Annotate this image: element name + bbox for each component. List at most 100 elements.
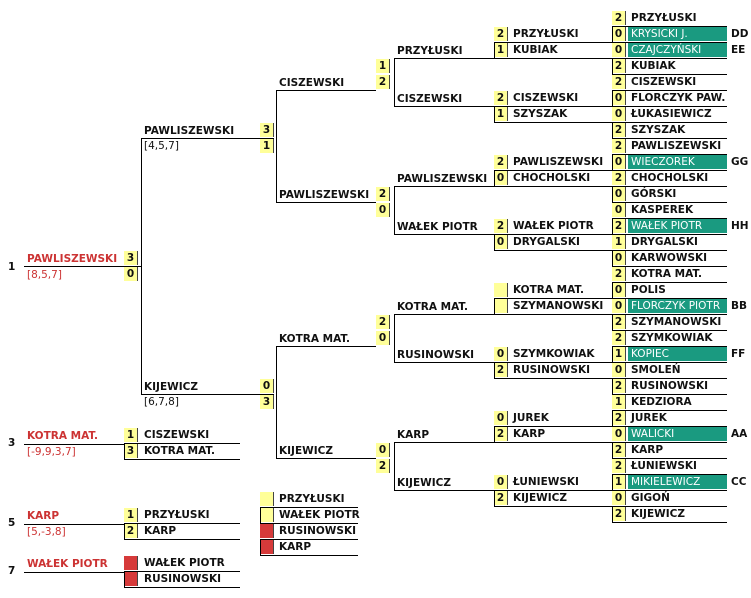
r1-score-box: 0	[612, 491, 626, 505]
r2-player-name[interactable]: SZYMANOWSKI	[513, 300, 604, 312]
r1-player-name[interactable]: KIJEWICZ	[631, 508, 685, 520]
r2-player-name[interactable]: CHOCHOLSKI	[513, 172, 591, 184]
r1-player-name[interactable]: WALICKI	[631, 428, 675, 440]
r2-line	[494, 250, 612, 251]
r1-player-name[interactable]: SMOLEŃ	[631, 364, 681, 376]
r3-player-name[interactable]: RUSINOWSKI	[397, 349, 474, 361]
r1-connector	[612, 378, 613, 395]
fifth-semi-player-name[interactable]: KARP	[279, 541, 312, 553]
r1-player-name[interactable]: POLIS	[631, 284, 666, 296]
r1-player-name[interactable]: GÓRSKI	[631, 188, 677, 200]
fifth-name[interactable]: KARP	[27, 510, 60, 522]
seventh-name[interactable]: WAŁEK PIOTR	[27, 558, 108, 570]
r1-player-name[interactable]: KRYSICKI J.	[631, 28, 688, 40]
r2-player-name[interactable]: RUSINOWSKI	[513, 364, 590, 376]
r2-score-box: 2	[494, 27, 508, 41]
r1-player-name[interactable]: KOTRA MAT.	[631, 268, 702, 280]
third-player-name[interactable]: KOTRA MAT.	[144, 445, 215, 457]
r1-player-name[interactable]: RUSINOWSKI	[631, 380, 708, 392]
r2-player-name[interactable]: PRZYŁUSKI	[513, 28, 579, 40]
place-number: 1	[8, 261, 16, 273]
r2-connector	[494, 298, 495, 315]
r1-player-name[interactable]: KARP	[631, 444, 664, 456]
r4-player-name[interactable]: CISZEWSKI	[279, 77, 345, 89]
r5-player-name[interactable]: KIJEWICZ	[144, 381, 198, 393]
r2-player-name[interactable]: KIJEWICZ	[513, 492, 567, 504]
r4-player-name[interactable]: KIJEWICZ	[279, 445, 333, 457]
r2-player-name[interactable]: SZYMKOWIAK	[513, 348, 595, 360]
r1-player-name[interactable]: CHOCHOLSKI	[631, 172, 709, 184]
r2-line	[494, 490, 612, 491]
r1-player-name[interactable]: CISZEWSKI	[631, 76, 697, 88]
r1-player-name[interactable]: SZYMKOWIAK	[631, 332, 713, 344]
r3-player-name[interactable]: PAWLISZEWSKI	[397, 173, 488, 185]
r1-player-name[interactable]: KARWOWSKI	[631, 252, 708, 264]
r2-player-name[interactable]: KOTRA MAT.	[513, 284, 584, 296]
r1-player-name[interactable]: JUREK	[631, 412, 667, 424]
seventh-player-name[interactable]: RUSINOWSKI	[144, 573, 221, 585]
r2-player-name[interactable]: KUBIAK	[513, 44, 558, 56]
r1-player-name[interactable]: SZYSZAK	[631, 124, 686, 136]
r2-player-name[interactable]: WAŁEK PIOTR	[513, 220, 594, 232]
r5-player-name[interactable]: PAWLISZEWSKI	[144, 125, 235, 137]
r1-line	[612, 410, 727, 411]
seventh-line	[124, 587, 240, 588]
r2-player-name[interactable]: SZYSZAK	[513, 108, 568, 120]
r1-score-box: 0	[612, 203, 626, 217]
r1-line	[612, 186, 727, 187]
fifth-player-name[interactable]: PRZYŁUSKI	[144, 509, 210, 521]
r2-player-name[interactable]: DRYGALSKI	[513, 236, 580, 248]
fifth-semi-connector	[260, 507, 261, 524]
r3-player-name[interactable]: KIJEWICZ	[397, 477, 451, 489]
r2-player-name[interactable]: PAWLISZEWSKI	[513, 156, 604, 168]
r1-player-name[interactable]: CZAJCZYŃSKI	[631, 44, 702, 56]
r1-player-name[interactable]: ŁUNIEWSKI	[631, 460, 697, 472]
r1-player-name[interactable]: DRYGALSKI	[631, 236, 698, 248]
fifth-semi-player-name[interactable]: PRZYŁUSKI	[279, 493, 345, 505]
champion-name[interactable]: PAWLISZEWSKI	[27, 253, 118, 265]
r1-player-name[interactable]: PRZYŁUSKI	[631, 12, 697, 24]
r1-player-name[interactable]: FLORCZYK PAW.	[631, 92, 726, 104]
r3-player-name[interactable]: KOTRA MAT.	[397, 301, 468, 313]
r1-line	[612, 58, 727, 59]
fifth-semi-player-name[interactable]: WAŁEK PIOTR	[279, 509, 360, 521]
r4-player-name[interactable]: KOTRA MAT.	[279, 333, 350, 345]
r2-score-box: 2	[494, 491, 508, 505]
r1-player-name[interactable]: WAŁEK PIOTR	[631, 220, 703, 232]
r1-player-name[interactable]: KUBIAK	[631, 60, 676, 72]
r3-player-name[interactable]: KARP	[397, 429, 430, 441]
r1-player-name[interactable]: ŁUKASIEWICZ	[631, 108, 712, 120]
r3-player-name[interactable]: WAŁEK PIOTR	[397, 221, 478, 233]
r2-player-name[interactable]: CISZEWSKI	[513, 92, 579, 104]
r2-player-name[interactable]: JUREK	[513, 412, 549, 424]
r2-line	[494, 42, 612, 43]
seventh-player-name[interactable]: WAŁEK PIOTR	[144, 557, 225, 569]
r3-line	[394, 490, 494, 491]
third-player-name[interactable]: CISZEWSKI	[144, 429, 210, 441]
r1-player-name[interactable]: SZYMANOWSKI	[631, 316, 722, 328]
r2-player-name[interactable]: ŁUNIEWSKI	[513, 476, 579, 488]
r1-player-name[interactable]: GIGOŃ	[631, 492, 670, 504]
r2-score-box: 0	[494, 347, 508, 361]
r2-connector	[494, 170, 495, 187]
r2-player-name[interactable]: KARP	[513, 428, 546, 440]
r1-player-name[interactable]: FLORCZYK PIOTR	[631, 300, 721, 312]
r1-player-name[interactable]: KASPEREK	[631, 204, 694, 216]
r4-player-name[interactable]: PAWLISZEWSKI	[279, 189, 370, 201]
r2-score-box: 0	[494, 411, 508, 425]
r1-player-name[interactable]: WIECZOREK	[631, 156, 695, 168]
r3-player-name[interactable]: CISZEWSKI	[397, 93, 463, 105]
fifth-semi-player-name[interactable]: RUSINOWSKI	[279, 525, 356, 537]
r1-connector	[612, 282, 613, 299]
fifth-player-name[interactable]: KARP	[144, 525, 177, 537]
r1-player-name[interactable]: MIKIELEWICZ	[631, 476, 701, 488]
r5-connector	[141, 138, 142, 395]
set-scores: [4,5,7]	[144, 140, 179, 152]
third-name[interactable]: KOTRA MAT.	[27, 430, 98, 442]
r1-player-name[interactable]: KOPIEC	[631, 348, 669, 360]
r3-player-name[interactable]: PRZYŁUSKI	[397, 45, 463, 57]
r1-player-name[interactable]: KEDZIORA	[631, 396, 692, 408]
r1-line	[612, 266, 727, 267]
r1-line	[612, 202, 727, 203]
r1-player-name[interactable]: PAWLISZEWSKI	[631, 140, 722, 152]
